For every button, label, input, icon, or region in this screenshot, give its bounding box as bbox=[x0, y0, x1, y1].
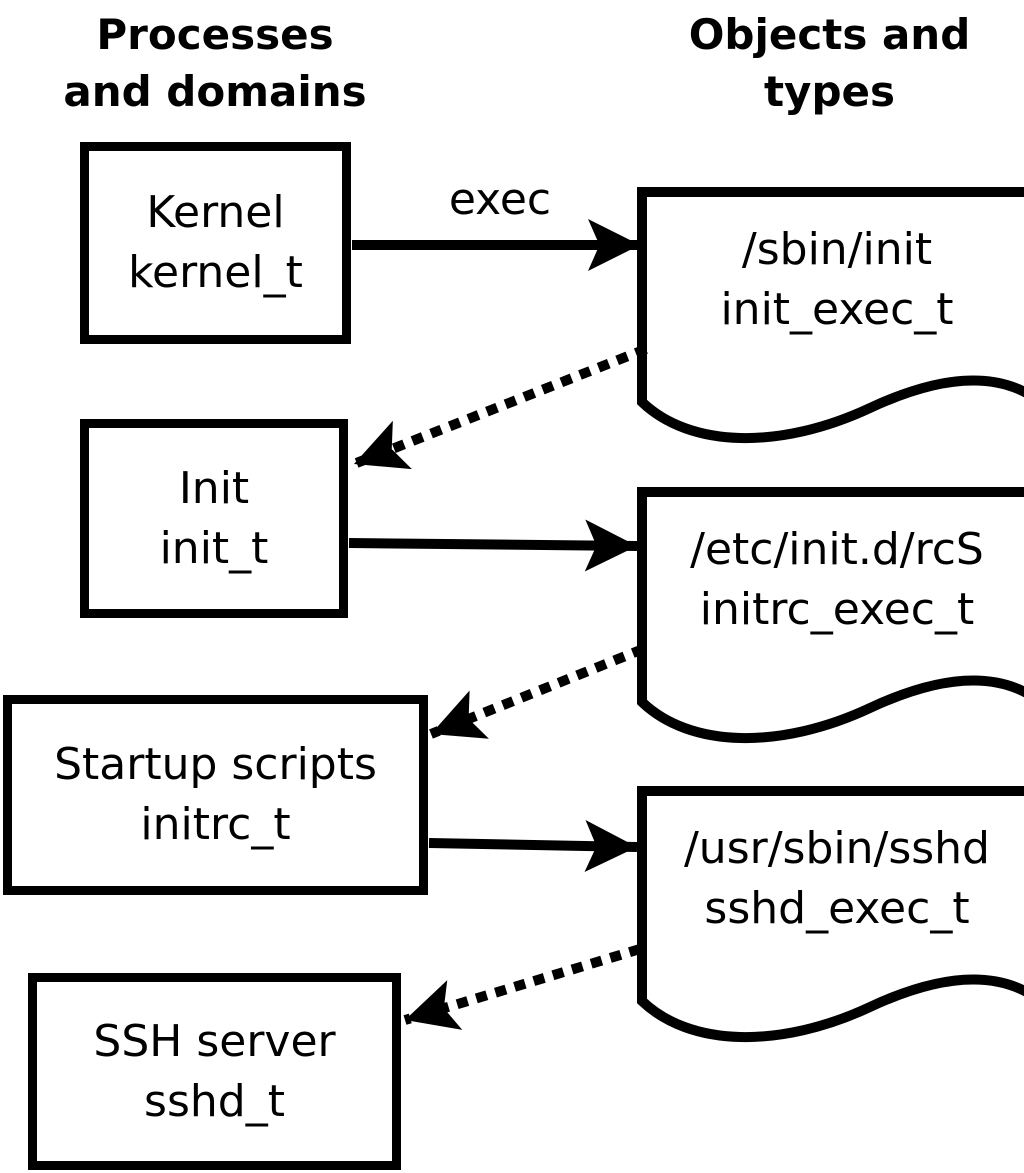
process-name: Init bbox=[178, 462, 250, 514]
column-header-processes-line2: and domains bbox=[63, 67, 367, 116]
exec-edge-label: exec bbox=[448, 174, 552, 225]
object-path: /usr/sbin/sshd bbox=[683, 823, 990, 874]
object-path: /sbin/init bbox=[741, 224, 933, 275]
transition-arrow-sshd-exec-to-sshd-t bbox=[403, 944, 642, 1030]
object-label-usr-sbin-sshd: /usr/sbin/sshd sshd_exec_t bbox=[650, 819, 1024, 939]
column-header-objects: Objects and types bbox=[635, 6, 1024, 120]
document-shape-usr-sbin-sshd bbox=[637, 786, 1024, 1042]
process-name: Startup scripts bbox=[54, 739, 377, 790]
exec-arrow-init-to-rcs bbox=[348, 519, 638, 572]
exec-arrow-initrc-to-sshd bbox=[428, 820, 638, 872]
object-label-etc-initd-rcs: /etc/init.d/rcS initrc_exec_t bbox=[650, 520, 1024, 640]
column-header-objects-line2: types bbox=[763, 67, 895, 116]
process-name: Kernel bbox=[146, 187, 285, 238]
process-domain-type: kernel_t bbox=[128, 247, 303, 298]
column-header-processes: Processes and domains bbox=[20, 6, 410, 120]
object-path: /etc/init.d/rcS bbox=[690, 524, 984, 575]
object-type: init_exec_t bbox=[720, 284, 954, 335]
process-domain-type: init_t bbox=[159, 522, 269, 574]
process-domain-type: sshd_t bbox=[144, 1075, 285, 1127]
transition-arrow-init-exec-to-init-t bbox=[352, 344, 648, 470]
column-header-objects-line1: Objects and bbox=[688, 10, 971, 59]
document-shape-etc-initd-rcs bbox=[637, 487, 1024, 743]
object-label-sbin-init: /sbin/init init_exec_t bbox=[650, 220, 1024, 340]
object-type: initrc_exec_t bbox=[699, 584, 975, 635]
process-box-kernel: Kernel kernel_t bbox=[80, 142, 351, 344]
object-type: sshd_exec_t bbox=[704, 883, 970, 934]
process-box-ssh-server: SSH server sshd_t bbox=[28, 973, 401, 1170]
process-domain-type: initrc_t bbox=[140, 799, 291, 850]
transition-arrow-initrc-exec-to-initrc-t bbox=[429, 644, 645, 739]
process-box-init: Init init_t bbox=[80, 419, 348, 618]
process-name: SSH server bbox=[93, 1015, 336, 1067]
process-box-startup-scripts: Startup scripts initrc_t bbox=[3, 695, 428, 895]
column-header-processes-line1: Processes bbox=[96, 10, 334, 59]
document-shape-sbin-init bbox=[637, 187, 1024, 443]
